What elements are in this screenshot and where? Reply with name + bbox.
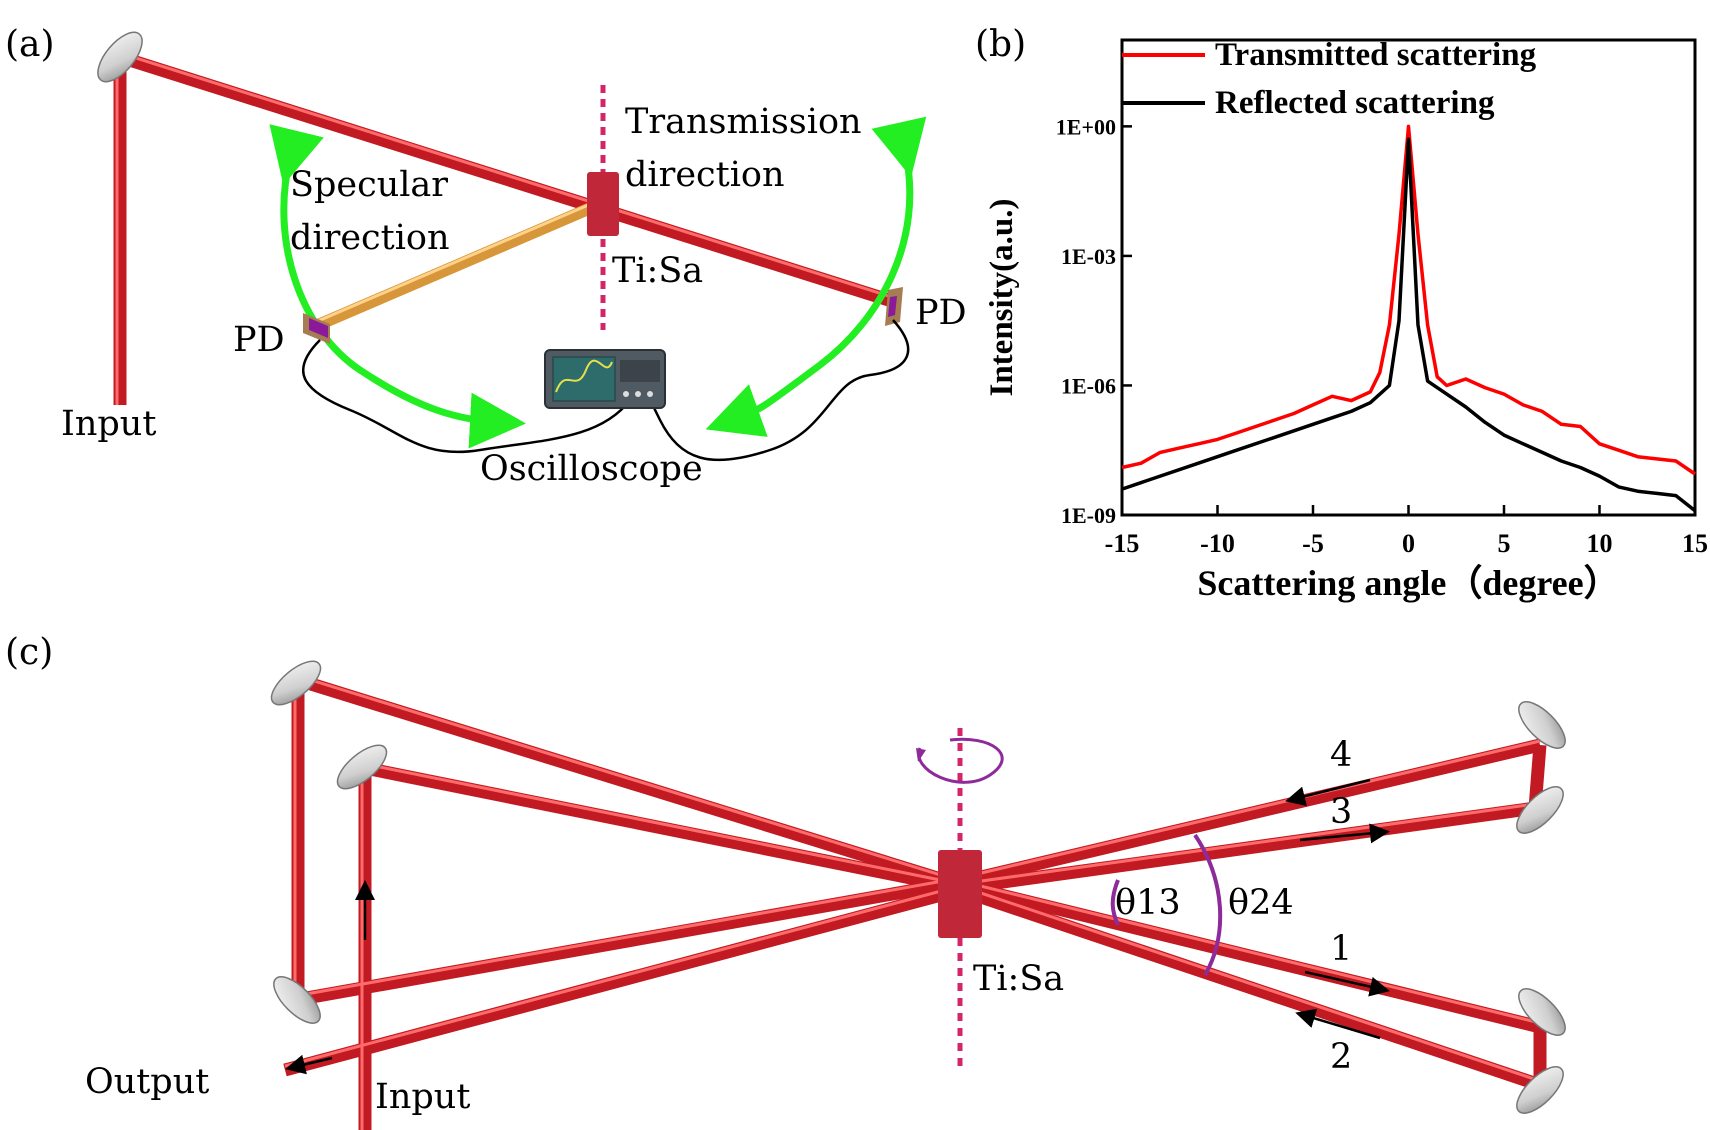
input-label-c: Input [375, 1077, 470, 1117]
mirror-c-bottom-right-a [1518, 988, 1566, 1036]
input-label-a: Input [61, 404, 156, 444]
x-tick-label: -5 [1302, 529, 1324, 558]
specular-label-line1: Specular [290, 165, 448, 205]
beams-c [283, 673, 1547, 1130]
y-tick-label: 1E-09 [1061, 503, 1116, 528]
theta13-label: θ13 [1115, 883, 1181, 923]
crystal-a [587, 172, 619, 236]
pd-right-label: PD [915, 293, 967, 333]
x-axis-label: Scattering angle（degree） [1197, 563, 1619, 603]
mirror-c-top-right-b [1516, 786, 1564, 834]
panel-a: (a) [5, 24, 967, 489]
series-line-transmitted [1121, 124, 1696, 476]
theta24-label: θ24 [1228, 883, 1294, 923]
x-tick-label: 5 [1498, 529, 1511, 558]
mirror-c-input [336, 744, 388, 790]
y-tick-label: 1E-03 [1061, 244, 1116, 269]
beam-3-label: 3 [1330, 792, 1352, 832]
transmission-label-line1: Transmission [625, 102, 862, 142]
panel-c-label: (c) [5, 632, 53, 673]
mirror-c-bottom-left [273, 976, 321, 1024]
x-tick-label: -15 [1105, 529, 1140, 558]
x-tick-label: 0 [1402, 529, 1415, 558]
legend-label: Reflected scattering [1215, 85, 1495, 121]
y-tick-label: 1E-06 [1061, 373, 1116, 398]
crystal-c [938, 850, 982, 938]
transmission-scan-arrow [705, 116, 927, 437]
beam-2-label: 2 [1330, 1037, 1352, 1077]
panel-a-label: (a) [5, 24, 55, 65]
panel-c: (c) [5, 632, 1566, 1130]
mirror-c-top-right-a [1518, 701, 1566, 749]
crystal-label-c: Ti:Sa [973, 959, 1064, 999]
specular-scan-arrow [269, 124, 526, 449]
pd-right [885, 287, 903, 326]
beam-4-label: 4 [1330, 735, 1352, 775]
x-tick-label: 10 [1587, 529, 1613, 558]
transmission-label-line2: direction [625, 155, 785, 195]
angle-arc-13 [1110, 879, 1120, 926]
angle-arc-24 [1193, 833, 1223, 976]
y-axis-label: Intensity(a.u.) [984, 198, 1020, 396]
specular-label-line2: direction [290, 218, 450, 258]
oscilloscope-icon [544, 349, 666, 409]
mirror-a [97, 31, 143, 83]
cable-right [644, 319, 910, 462]
x-tick-label: 15 [1682, 529, 1708, 558]
series-line-reflected [1121, 137, 1697, 513]
scattering-chart: -15 -10 -5 0 5 10 15 1E-09 1E-06 1E-03 1E+00 Transm… [984, 37, 1708, 603]
panel-b-label: (b) [975, 24, 1026, 65]
rotation-arrow [917, 737, 1004, 784]
legend-label: Transmitted scattering [1215, 37, 1537, 73]
panel-b: (b) -15 -10 -5 0 5 10 15 1E-09 1E-06 1E-03 1E+00 Tr… [975, 24, 1708, 603]
beam-direction-arrows [285, 778, 1390, 1075]
mirror-c-bottom-right-b [1516, 1066, 1564, 1114]
x-tick-label: -10 [1200, 529, 1235, 558]
crystal-label-a: Ti:Sa [612, 251, 703, 291]
y-tick-label: 1E+00 [1056, 114, 1116, 139]
pd-left [303, 313, 330, 344]
oscilloscope-label: Oscilloscope [480, 449, 703, 489]
pd-left-label: PD [233, 320, 285, 360]
mirror-c-top-left [270, 660, 322, 706]
mirrors-c [270, 660, 1566, 1114]
output-label-c: Output [85, 1062, 209, 1102]
beam-1-label: 1 [1330, 929, 1352, 969]
